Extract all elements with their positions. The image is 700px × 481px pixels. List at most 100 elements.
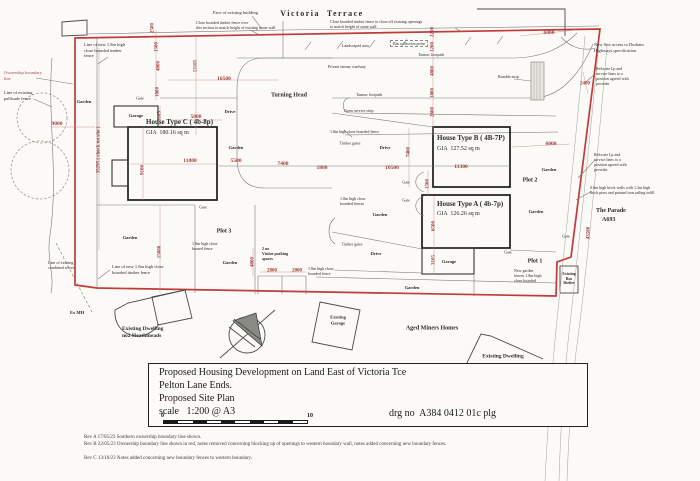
scale-bar-ten: 10 [307,413,313,419]
heathmeads-curved-wall [114,289,186,337]
label-existing-bus-shelter: Existing Bus Shelter [562,271,576,286]
dim-6000-access: 6000 [543,30,555,36]
label-plot-1: Plot 1 [527,258,543,265]
label-landscaped-area: Landscaped area [342,43,369,48]
north-arrow-icon [219,309,276,359]
victoria-terrace-building-edge [477,8,566,36]
house-type-c-outline [127,126,218,201]
label-brick-walls: 0.6m high brick walls with 1.2m high bri… [590,185,655,195]
label-rumble-strip: Rumble strip [498,74,519,79]
label-new-fence-southwest: Line of new 1.8m high close boarded timb… [112,264,164,275]
revision-a: Rev A 17/05/23 Southern ownership bounda… [84,435,202,440]
label-relocate-lp-south: Relocate Lp and service lines to a posit… [594,152,627,172]
label-drive-house-b: Drive [379,145,391,151]
label-fence-match-existing-wall: Close boarded timber fence over this sec… [196,20,276,30]
label-fence-18-fences: 1.8m high close boarded fences [340,196,366,206]
house-a-gia: GIA 126.26 sq m [437,211,480,217]
roadway-edge [237,32,578,59]
label-new-site-access: New Site access to Durham Highways speci… [594,42,644,53]
label-garden-central: Garden [372,212,388,218]
house-c-title: House Type C ( 4b-8p) [146,118,214,126]
rumble-strip-hatch [530,61,545,101]
dim-7400-turning-head: 7400 [277,161,289,167]
label-bin-collection-point: Bin collection point [390,40,428,47]
grass-strip-edge [344,131,559,136]
dim-1200-east: 1200 [430,42,436,52]
dim-1800-footpath-east: 1800 [430,88,436,98]
road-edge [558,41,600,481]
street-a693: A693 [602,217,616,223]
label-fence-close-openings: Close boarded timber fence to close off … [330,19,423,29]
label-garden-plot2-south: Garden [528,209,544,215]
title-scale: scale 1:200 @ A3 [159,406,236,417]
house-b-title: House Type B ( 4B-7P) [437,134,505,142]
house-type-b-outline [432,126,511,188]
existing-building-outline [61,19,88,37]
title-block: Proposed Housing Development on Land Eas… [148,363,588,427]
label-drive-house-a: Drive [370,251,382,257]
dim-2200-east: 2200 [430,27,436,37]
label-existing-garage: Existing Garage [330,314,346,325]
dim-2600-grass-strip: 2600 [430,107,436,117]
label-drive-house-c: Drive [224,109,236,115]
road-edge [544,35,586,481]
dim-9000: 9000 [51,121,63,127]
label-fence-18-boared: 1.8m high close boared fence [192,241,218,251]
label-garden-south-strip: Garden [404,285,420,291]
label-existing-dwelling-heathmeads: Existing Dwelling no2 Heathmeads [122,326,164,339]
dim-2400: 2400 [580,81,590,87]
scale-bar [163,420,308,424]
label-gate-plot1-east: Gate [562,233,570,239]
pallisade-fence-line [48,57,54,294]
street-the-parade: The Parade [596,208,626,214]
dim-5800: 5800 [190,114,202,120]
label-garage-house-a: Garage [441,259,457,265]
label-aged-miners-homes: Aged Miners Homes [405,325,459,332]
house-a-title: House Type A ( 4b-7p) [437,200,504,208]
dim-4800-parking: 4800 [250,257,256,267]
bus-shelter-outline [559,265,579,294]
dim-4800-roadway-east: 4800 [430,66,436,76]
title-line-2: Pelton Lane Ends. [159,380,233,391]
tree-icon [16,92,68,144]
dim-3105-garage-a: 3105 [431,255,437,265]
house-c-gia: GIA 180.16 sq m [146,130,189,136]
scale-bar-zero: 0 [161,413,164,419]
label-garden-east-of-c: Garden [228,145,244,151]
label-gate-plot1-west: Gate [504,249,512,255]
label-timber-gates-north: Timber gates [339,140,361,146]
label-gate-house-b: Gate [402,179,410,185]
label-turning-head: Turning Head [271,92,307,99]
label-timber-gates-south: Timber gates [341,241,363,247]
label-ownership-boundary: Ownership boundary line [4,70,42,81]
revision-c: Rev C 13/10/23 Notes added concerning ne… [84,456,252,461]
drawing-number: drg no A384 0412 01c plg [389,408,497,419]
revision-b: Rev B 22/05/23 Ownership boundary line s… [84,442,447,447]
dim-35295-check-on-site: 35295 ( check on site ) [96,126,102,174]
label-plot-3: Plot 3 [216,228,232,235]
label-new-garden-fences: New garden fences 1.8m high close boarde… [514,268,542,283]
road-edge [566,45,608,481]
house-c-garage-outline [113,105,159,128]
title-line-1: Proposed Housing Development on Land Eas… [159,367,407,378]
tree-icon [10,140,70,200]
label-existing-dwelling-southeast: Existing Dwelling [482,353,524,360]
label-new-fence-northwest: Line of new 1.8m high close boarded timb… [84,42,126,59]
label-fence-18-central: 1.8m high close boarded fence [330,129,379,134]
label-gate-house-c-south: Gate [199,204,207,210]
label-tarmac-footpath-mid: Tarmac footpath [356,92,383,97]
dim-9100: 9100 [140,165,146,175]
dim-11000: 11000 [183,158,197,164]
dim-7400-house-b: 7400 [406,147,412,157]
label-private-tarmac-roadway: Private tarmac roadway [328,64,366,69]
existing-garage-outline [311,301,361,351]
house-c-porch-outline [111,159,129,187]
dim-5500: 5500 [230,158,242,164]
dim-6500: 6500 [431,221,437,231]
dim-1500-between-houses: 1500 [425,179,431,189]
gate-arc [328,217,336,245]
label-face-of-existing-building: Face of existing building [213,10,258,15]
combined-sewer-line [55,242,93,313]
dim-15000: 15000 [157,245,163,259]
